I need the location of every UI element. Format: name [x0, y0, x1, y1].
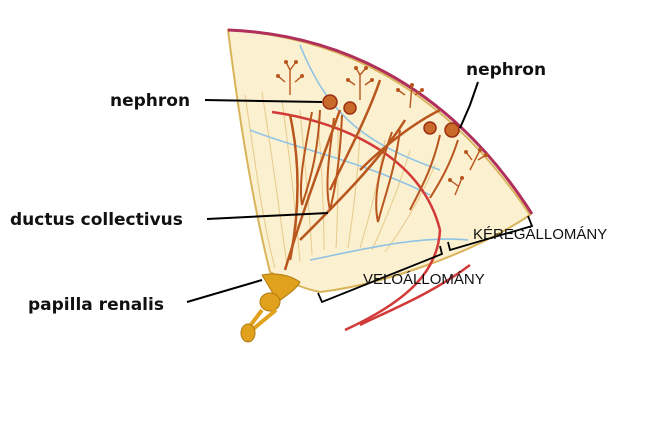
glomeruli — [322, 94, 460, 138]
papilla — [240, 273, 301, 343]
zone-brackets — [317, 215, 534, 304]
label-nephron-right: nephron — [466, 60, 546, 80]
medullary-striations — [244, 91, 436, 269]
medulla-bracket — [317, 245, 444, 304]
arteries — [271, 110, 471, 332]
leader-lines — [186, 81, 479, 303]
label-cortex: KÉREGÁLLOMÁNY — [473, 226, 607, 243]
glomerulus-right-2 — [423, 121, 437, 135]
leader-nephron-right — [459, 81, 479, 129]
nephron-loops — [299, 109, 459, 223]
renal-capsule — [227, 28, 534, 215]
branch-dots — [276, 60, 488, 182]
veins — [249, 44, 469, 261]
glomerulus-right — [444, 122, 460, 138]
cortex-bracket — [447, 215, 534, 252]
leader-papilla — [186, 279, 263, 303]
glomerulus-mid — [343, 101, 357, 115]
glomerulus-left — [322, 94, 338, 110]
leader-nephron-left — [204, 99, 323, 103]
label-medulla: VELŐÁLLOMÁNY — [363, 271, 485, 288]
cortical-branches — [277, 61, 487, 196]
label-papilla: papilla renalis — [28, 295, 164, 315]
renal-lobe — [226, 28, 532, 294]
leader-ductus — [206, 212, 329, 220]
label-ductus: ductus collectivus — [10, 210, 183, 230]
label-nephron-left: nephron — [110, 91, 190, 111]
